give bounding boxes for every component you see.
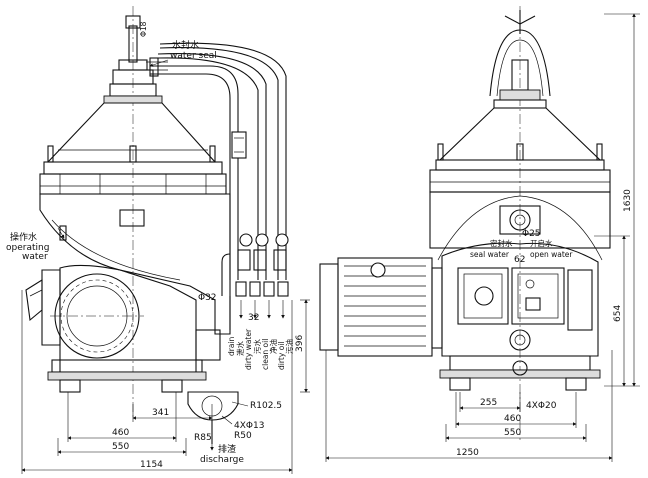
r50-label: R50 [234,431,252,441]
dim-1250: 1250 [456,448,479,458]
open-water-cn-label: 开启水 [530,238,553,248]
r1025-label: R102.5 [250,401,282,411]
dim-396: 396 [295,335,305,352]
water-seal-en-label: water seal [170,51,217,61]
r85-label: R85 [194,433,212,443]
outlet-drain-cn-label: 泄水 [235,341,245,356]
discharge-cn-label: 排渣 [218,443,236,455]
seal-water-en-label: seal water [470,250,510,259]
water-seal-cn-label: 水封水 [172,39,199,51]
phi20-label: 4XΦ20 [526,401,557,411]
phi18-label: Φ18 [139,21,148,37]
dim-550a: 550 [112,442,129,452]
dim-460b: 460 [504,414,521,424]
outlet-drain-label: drain [227,336,236,356]
outlet-clean-oil-label: clean oil [261,339,270,370]
operating-water-en-label: operating [6,243,49,253]
outlet-clean-oil-cn-label: 净油 [268,339,278,354]
discharge-en-label: discharge [200,455,244,465]
dim-1630: 1630 [623,189,633,212]
phi25-label: Φ25 [522,229,541,239]
seal-water-cn-label: 密封水 [490,238,513,248]
open-water-en-label: open water [530,250,573,259]
dim-460a: 460 [112,428,129,438]
phi32-label: Φ32 [198,293,217,303]
side-view: Φ18 水封水 water seal 操作水 operating water Φ… [6,6,310,474]
front-view: Φ25 密封水 开启水 seal water open water 62 163… [248,6,640,462]
outlet-dirty-oil-label: dirty oil [277,342,286,370]
dim-32: 32 [248,313,259,323]
outlet-dirty-water-label: dirty water [244,328,253,370]
dim-341: 341 [152,408,169,418]
outlet-dirty-oil-cn-label: 污油 [284,339,294,354]
dim-550b: 550 [504,428,521,438]
dim-62: 62 [514,255,525,265]
motor-fins [344,265,426,347]
phi13-label: 4XΦ13 [234,421,264,431]
dim-1154: 1154 [140,460,163,470]
dim-255: 255 [480,398,497,408]
operating-water-cn-label: 操作水 [10,231,37,243]
operating-water-en2-label: water [22,252,48,262]
dim-654: 654 [613,305,623,322]
outlet-dirty-water-cn-label: 污水 [252,339,262,354]
